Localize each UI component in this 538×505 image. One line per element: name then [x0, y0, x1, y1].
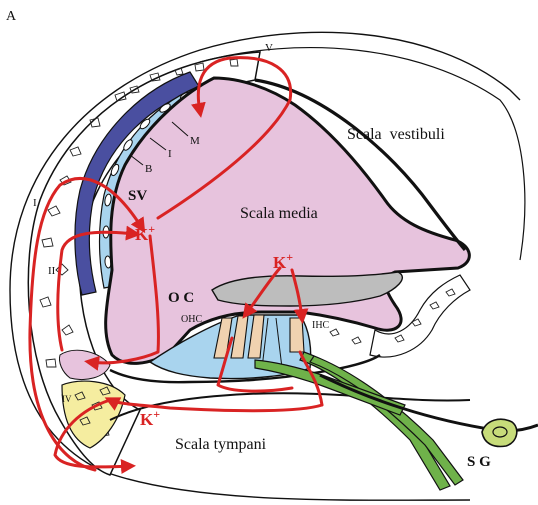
- fibrocyte-iv-label: IV: [62, 394, 72, 404]
- scala-media-label: Scala media: [240, 205, 318, 222]
- intermediate-cell-label: I: [168, 148, 172, 160]
- k-ion-label-tympani: K+: [140, 407, 160, 429]
- fibrocyte-i-label: I: [33, 197, 37, 209]
- outer-hair-cell-label: OHC: [181, 314, 202, 325]
- stria-vascularis-label: SV: [128, 188, 147, 204]
- scala-tympani-label: Scala tympani: [175, 436, 267, 453]
- organ-of-corti-label: O C: [168, 290, 194, 306]
- spiral-ganglion-label: S G: [467, 454, 491, 470]
- panel-letter: A: [6, 9, 17, 24]
- inner-hair-cell: [290, 318, 304, 352]
- marginal-cell-label: M: [190, 135, 200, 147]
- outer-hair-cells: [214, 315, 264, 358]
- spiral-ganglion-cell: [482, 419, 517, 446]
- auditory-nerve-fibers: [255, 352, 463, 490]
- fibrocyte-v-label: V: [265, 42, 273, 54]
- scala-vestibuli-label: Scala vestibuli: [347, 126, 445, 143]
- inner-hair-cell-label: IHC: [312, 320, 330, 331]
- fibrocyte-ii-label: II: [48, 265, 56, 277]
- basal-cell-label: B: [145, 163, 152, 175]
